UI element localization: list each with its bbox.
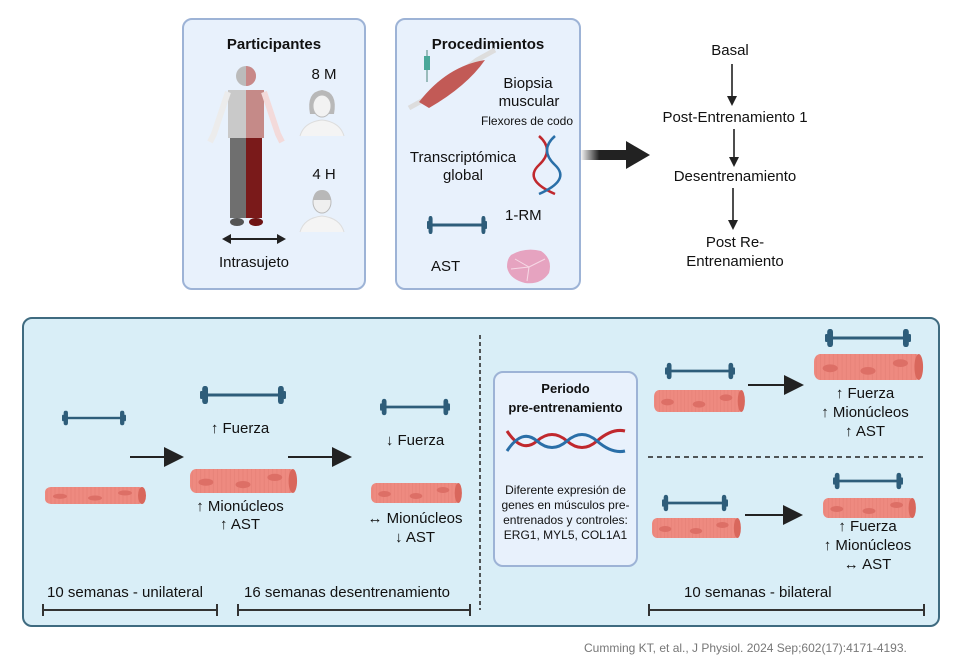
retrain-top-myonuclei: ↑ Mionúcleos (821, 404, 909, 421)
arrow-icon (748, 375, 804, 395)
duration-bar-detraining (237, 604, 471, 616)
citation: Cumming KT, et al., J Physiol. 2024 Sep;… (584, 641, 907, 655)
participants-title: Participantes (226, 36, 322, 53)
muscle-biopsy-icon (407, 47, 497, 111)
arrow-icon (130, 447, 184, 467)
transcriptomics-label-line1: Transcriptómica (409, 149, 517, 166)
pretraining-desc-line3: entrenados y controles: (503, 513, 628, 527)
pretraining-desc-line4: ERG1, MYL5, COL1A1 (503, 528, 628, 542)
duration-bar-retraining (648, 604, 925, 616)
dashed-divider (479, 335, 481, 610)
arrow-icon (288, 447, 352, 467)
barbell-icon (200, 386, 286, 404)
pretraining-desc-line2: genes en músculos pre- (501, 498, 630, 512)
retrain-top-ast: ↑ AST (844, 423, 885, 440)
ast-label: AST (431, 258, 461, 275)
muscle-cross-section-icon (507, 249, 550, 284)
pretraining-desc-line1: Diferente expresión de (505, 483, 626, 497)
timeline-arrow-icon (729, 129, 739, 167)
transcriptomics-label-line2: global (442, 167, 484, 184)
pretraining-box: Periodo pre-entrenamiento Diferente expr… (493, 371, 638, 567)
training-strength-result: ↑ Fuerza (210, 420, 270, 437)
women-count: 8 M (311, 66, 337, 83)
muscle-fiber-detrained (371, 483, 462, 503)
timeline-arrow-icon (727, 64, 737, 106)
retrain-bottom-ast: ↔ AST (843, 556, 892, 573)
duration-detraining-label: 16 semanas desentrenamiento (244, 584, 450, 601)
muscle-fiber-control (652, 518, 741, 538)
design-label: Intrasujeto (218, 254, 290, 271)
dna-icon (532, 135, 562, 196)
retrain-top-strength: ↑ Fuerza (835, 385, 895, 402)
one-rm-label: 1-RM (505, 207, 542, 224)
detraining-myonuclei-result: ↔ Mionúcleos (367, 510, 463, 527)
retrain-bottom-strength: ↑ Fuerza (838, 518, 897, 535)
pretraining-title-line2: pre-entrenamiento (508, 400, 623, 415)
study-design-panel (22, 317, 940, 627)
double-arrow-icon (222, 234, 286, 244)
barbell-icon (62, 410, 126, 426)
flow-arrow-icon (580, 141, 650, 169)
dashed-divider (648, 456, 926, 458)
duration-training-label: 10 semanas - unilateral (47, 584, 203, 601)
muscle-fiber-baseline (45, 487, 146, 504)
procedures-panel: Procedimientos Biopsia muscular Flexores… (395, 18, 581, 290)
training-ast-result: ↑ AST (219, 516, 260, 533)
woman-face-icon (299, 90, 345, 137)
biopsy-label-line2: muscular (498, 93, 560, 110)
timeline-step-post-retraining-line1: Post Re- (705, 234, 765, 251)
detraining-ast-result: ↓ AST (394, 529, 435, 546)
timeline-step-basal: Basal (711, 42, 749, 59)
barbell-icon (825, 329, 911, 347)
barbell-icon (833, 472, 903, 490)
duration-bar-training (42, 604, 218, 616)
timeline-step-post-retraining-line2: Entrenamiento (686, 253, 784, 270)
participants-panel: Participantes 8 M 4 H Intrasujeto (182, 18, 366, 290)
barbell-icon (380, 398, 450, 416)
timeline-step-detraining: Desentrenamiento (673, 168, 797, 185)
biopsy-sublabel: Flexores de codo (480, 114, 573, 128)
biopsy-label-line1: Biopsia (503, 75, 553, 92)
barbell-icon (665, 362, 735, 380)
barbell-icon (662, 494, 728, 512)
procedures-title: Procedimientos (431, 36, 545, 53)
muscle-fiber-retrained (814, 354, 924, 380)
training-myonuclei-result: ↑ Mionúcleos (196, 498, 284, 515)
barbell-icon (427, 216, 487, 234)
muscle-fiber-control-retrained (823, 498, 916, 518)
detraining-strength-result: ↓ Fuerza (385, 432, 445, 449)
timeline-step-post-training: Post-Entrenamiento 1 (662, 109, 808, 126)
men-count: 4 H (312, 166, 336, 183)
muscle-fiber-pretrained (654, 390, 745, 412)
duration-retraining-label: 10 semanas - bilateral (684, 584, 832, 601)
dna-icon (505, 429, 626, 453)
muscle-fiber-trained (190, 469, 298, 493)
man-face-icon (299, 190, 345, 233)
retrain-bottom-myonuclei: ↑ Mionúcleos (823, 537, 912, 554)
timeline-arrow-icon (728, 188, 738, 230)
pretraining-title-line1: Periodo (541, 381, 590, 396)
arrow-icon (745, 505, 803, 525)
split-body-figure-icon (207, 66, 285, 226)
